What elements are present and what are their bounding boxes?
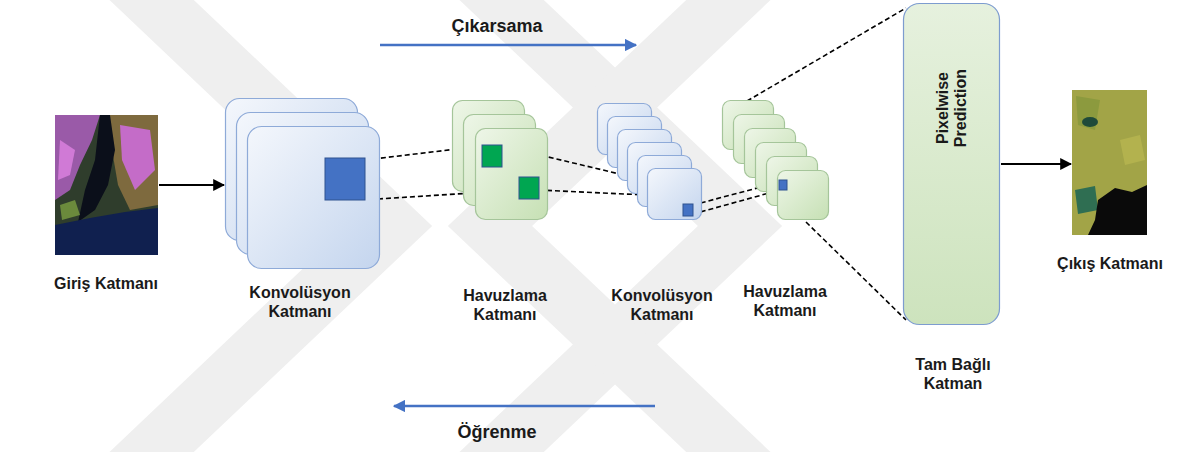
direction-label: Çıkarsama [412, 16, 582, 38]
projection-line [806, 222, 906, 320]
layer-label: Çıkış Katmanı [1045, 254, 1175, 273]
feature-map [648, 169, 702, 220]
fully-connected-layer: Pixelwise PredictionTam Bağlı Katman [903, 3, 1000, 325]
direction-label: Öğrenme [412, 422, 582, 444]
conv-layer: Konvolüsyon Katmanı [595, 103, 705, 230]
image-patch [58, 140, 75, 180]
kernel-window [519, 177, 539, 199]
feature-map [904, 4, 1000, 325]
kernel-window [779, 180, 787, 190]
flow-arrow [159, 184, 224, 186]
projection-line [747, 8, 906, 101]
conv-layer: Konvolüsyon Katmanı [225, 98, 382, 270]
image-ground [55, 115, 158, 255]
layer-label: Giriş Katmanı [31, 274, 181, 293]
layer-shape [225, 98, 382, 270]
image-patch [1076, 96, 1100, 130]
feature-map [778, 171, 829, 220]
layer-shape [720, 100, 832, 225]
image-water [1075, 186, 1098, 214]
input-image [55, 115, 158, 255]
layer-caption: Pixelwise Prediction [933, 49, 970, 167]
image-patch [1120, 135, 1145, 165]
layer-shape [595, 103, 705, 230]
image-patch [60, 200, 80, 220]
output-layer: Çıkış Katmanı [1072, 90, 1147, 235]
connector [747, 8, 906, 320]
pooling-layer: Havuzlama Katmanı [450, 100, 550, 222]
kernel-window [482, 145, 502, 167]
image-ground [1072, 90, 1147, 235]
direction-arrow [380, 44, 636, 47]
pooling-layer: Havuzlama Katmanı [720, 100, 832, 225]
kernel-window [325, 158, 365, 200]
image-lake [78, 115, 115, 222]
connector [159, 185, 224, 186]
image-water [1082, 117, 1098, 127]
watermark-chevron [120, 0, 390, 452]
image-patch [120, 125, 155, 190]
image-water [1088, 185, 1147, 235]
connector [1001, 164, 1071, 165]
feature-map [248, 127, 380, 269]
flow-arrow [1001, 163, 1071, 165]
kernel-window [683, 204, 693, 216]
direction-arrow [394, 405, 655, 408]
layer-label: Tam Bağlı Katman [905, 355, 1001, 393]
layer-label: Havuzlama Katmanı [450, 286, 560, 324]
output-image [1072, 90, 1147, 235]
layer-label: Havuzlama Katmanı [733, 282, 837, 320]
layer-label: Konvolüsyon Katmanı [238, 283, 363, 321]
watermark [120, 0, 760, 452]
image-patch [108, 115, 158, 210]
layer-shape [450, 100, 550, 222]
watermark-chevron [490, 0, 760, 452]
layer-label: Konvolüsyon Katmanı [603, 286, 721, 324]
feature-map [476, 129, 548, 220]
layer-shape [903, 3, 1000, 325]
input-layer: Giriş Katmanı [55, 115, 158, 255]
